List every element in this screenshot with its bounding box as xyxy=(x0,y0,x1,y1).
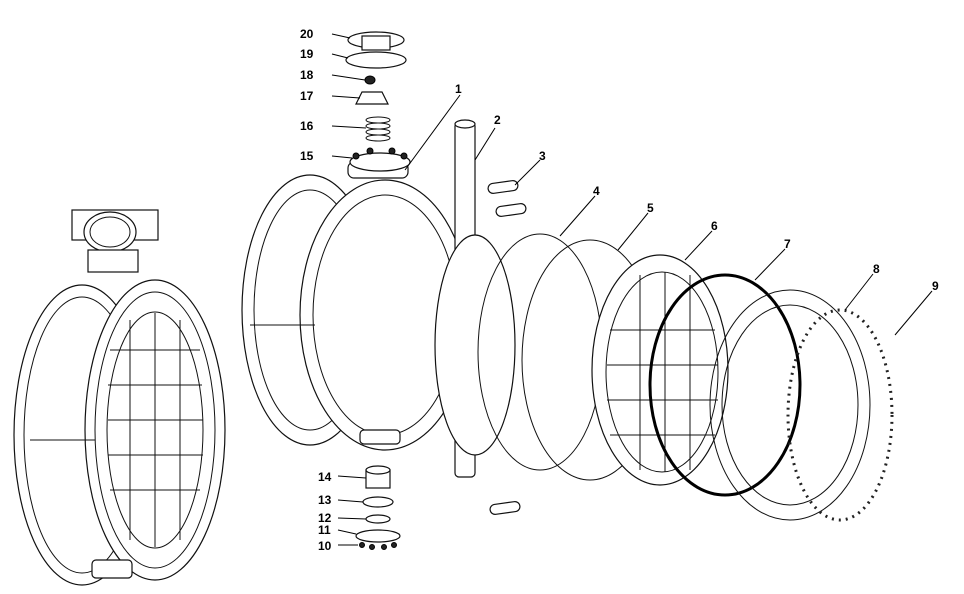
part-label-2: 2 xyxy=(494,113,501,127)
part-label-15: 15 xyxy=(300,149,314,163)
leader-lines xyxy=(331,33,933,546)
part-label-11: 11 xyxy=(318,523,331,537)
part-label-7: 7 xyxy=(784,237,791,251)
part-labels: 1 2 3 4 5 6 7 8 9 10 11 12 13 14 15 16 1… xyxy=(300,27,939,553)
part-label-17: 17 xyxy=(300,89,314,103)
part-label-9: 9 xyxy=(932,279,939,293)
part-label-20: 20 xyxy=(300,27,314,41)
part-label-12: 12 xyxy=(318,511,332,525)
part-label-8: 8 xyxy=(873,262,880,276)
part-label-4: 4 xyxy=(593,184,600,198)
part-label-19: 19 xyxy=(300,47,314,61)
part-label-5: 5 xyxy=(647,201,654,215)
part-label-6: 6 xyxy=(711,219,718,233)
part-label-13: 13 xyxy=(318,493,332,507)
rings xyxy=(434,233,894,522)
part-label-10: 10 xyxy=(318,539,332,553)
part-label-3: 3 xyxy=(539,149,546,163)
top-parts xyxy=(345,31,411,172)
part-label-18: 18 xyxy=(300,68,314,82)
bottom-parts xyxy=(355,465,401,550)
part-label-1: 1 xyxy=(455,82,462,96)
pins xyxy=(487,180,527,515)
assembled-valve xyxy=(13,209,226,586)
valve-body xyxy=(241,161,471,451)
part-label-16: 16 xyxy=(300,119,314,133)
part-label-14: 14 xyxy=(318,470,332,484)
